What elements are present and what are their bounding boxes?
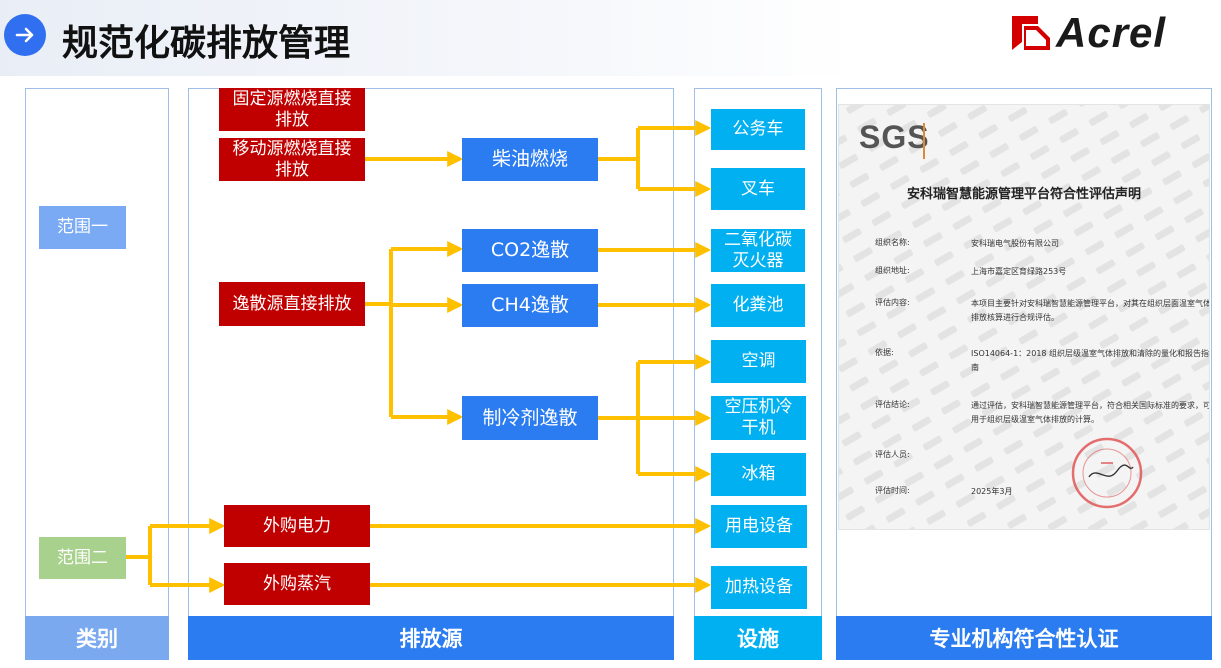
- facility-forklift: 叉车: [711, 168, 805, 210]
- source-elec: 外购电力: [224, 505, 370, 547]
- footer-certification: 专业机构符合性认证: [836, 616, 1212, 660]
- cert-logo-bar: [923, 123, 925, 159]
- acrel-logo-icon: [1012, 16, 1050, 50]
- source-fugitive: 逸散源直接排放: [219, 282, 365, 326]
- wire-scope2-split: [125, 526, 152, 585]
- footer-category: 类别: [25, 616, 169, 660]
- facility-dryer: 空压机冷干机: [711, 396, 806, 440]
- brand-logo: Acrel: [1010, 8, 1166, 58]
- facility-septic: 化粪池: [711, 284, 805, 327]
- cert-sgs-logo: SGS: [859, 119, 930, 155]
- scope2-box: 范围二: [39, 537, 126, 579]
- facility-fridge: 冰箱: [711, 453, 806, 496]
- facility-extinguisher: 二氧化碳灭火器: [711, 229, 805, 272]
- cert-seal-icon: [1071, 437, 1143, 509]
- process-co2: CO2逸散: [462, 229, 598, 272]
- certificate-image: SGS 安科瑞智慧能源管理平台符合性评估声明 组织名称: 安科瑞电气股份有限公司…: [838, 104, 1210, 530]
- facility-electrical: 用电设备: [711, 505, 807, 548]
- arrow-right-icon: [4, 14, 46, 56]
- cert-watermark: [839, 105, 1209, 529]
- process-ch4: CH4逸散: [462, 284, 598, 327]
- facility-car: 公务车: [711, 109, 805, 150]
- wire-refrigerant-split: [598, 362, 640, 474]
- wire-diesel-split: [598, 128, 640, 189]
- scope1-box: 范围一: [39, 206, 126, 249]
- source-fixed: 固定源燃烧直接排放: [219, 88, 365, 131]
- cert-title: 安科瑞智慧能源管理平台符合性评估声明: [906, 187, 1141, 202]
- footer-sources: 排放源: [188, 616, 674, 660]
- facility-ac: 空调: [711, 340, 806, 383]
- process-refrigerant: 制冷剂逸散: [462, 396, 598, 440]
- source-mobile: 移动源燃烧直接排放: [219, 138, 365, 181]
- page-title: 规范化碳排放管理: [62, 23, 351, 64]
- footer-facilities: 设施: [694, 616, 822, 660]
- category-column-frame: [25, 88, 169, 618]
- process-diesel: 柴油燃烧: [462, 138, 598, 181]
- source-steam: 外购蒸汽: [224, 563, 370, 605]
- facility-heating: 加热设备: [711, 566, 807, 609]
- logo-text: Acrel: [1056, 9, 1167, 56]
- wire-fugitive-trunk: [365, 249, 393, 417]
